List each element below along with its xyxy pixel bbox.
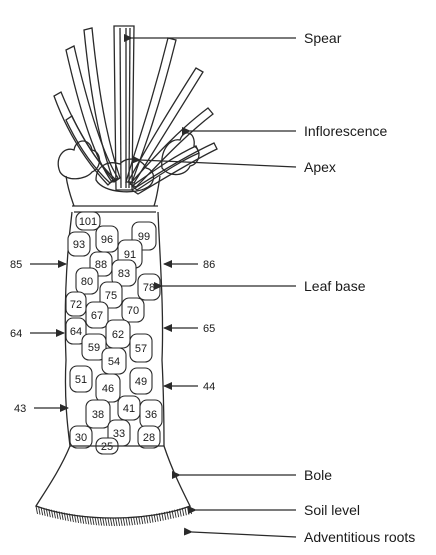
root-hatch (110, 518, 112, 526)
label-adventitious-roots: Adventitious roots (304, 529, 415, 545)
leaf-base-scale: 72 (66, 292, 86, 316)
leaf-base-scale: 36 (140, 400, 162, 428)
label-apex: Apex (304, 159, 336, 175)
root-hatch (126, 518, 128, 526)
leaf-base-number: 93 (73, 239, 85, 251)
leaf-base-number: 101 (79, 216, 97, 228)
apex (96, 159, 154, 192)
leaf-base-scale: 38 (86, 400, 110, 428)
leaf-base-number: 33 (113, 428, 125, 440)
root-hatch (113, 518, 115, 526)
leaf-base-number: 28 (143, 432, 155, 444)
root-hatch (185, 507, 187, 515)
leaf-base-number: 75 (105, 290, 117, 302)
leaf-base-number: 67 (91, 310, 103, 322)
leaf-base-scale: 30 (70, 426, 92, 448)
root-hatch (95, 517, 97, 525)
root-hatch (139, 516, 141, 524)
leaf-base-scale: 28 (138, 426, 160, 448)
label-inflorescence: Inflorescence (304, 123, 387, 139)
leaf-base-number: 36 (145, 409, 157, 421)
leaf-base-scale: 67 (86, 302, 108, 328)
side-number-43: 43 (14, 403, 26, 415)
leaf-base-number: 38 (92, 409, 104, 421)
root-hatch (92, 517, 94, 525)
root-hatch (90, 517, 92, 525)
leaf-base-scale: 46 (96, 374, 120, 402)
leaf-base-number: 78 (143, 282, 155, 294)
leaf-base-scale: 80 (76, 268, 98, 294)
leaf-base-number: 51 (75, 374, 87, 386)
root-hatch (123, 518, 125, 526)
root-hatch (131, 517, 133, 525)
label-spear: Spear (304, 30, 342, 46)
leaf-base-number: 59 (88, 342, 100, 354)
leaf-base-scale: 49 (130, 368, 152, 394)
leaf-base-scale: 96 (96, 226, 118, 252)
label-soil-level: Soil level (304, 502, 360, 518)
root-hatch (136, 517, 138, 525)
bole (36, 446, 190, 518)
side-number-64: 64 (10, 328, 22, 340)
root-hatch (105, 518, 107, 526)
leaf-base-number: 72 (70, 299, 82, 311)
leaf-base-scale: 62 (106, 320, 130, 348)
root-hatch (141, 516, 143, 524)
leaf-base-number: 41 (123, 403, 135, 415)
leaf-base-number: 57 (135, 343, 147, 355)
fronds (54, 28, 217, 194)
leaf-base-number: 46 (102, 383, 114, 395)
leaf-base-scale: 54 (102, 348, 126, 374)
leaf-base-number: 54 (108, 356, 120, 368)
leaf-base-scale: 41 (118, 396, 140, 420)
root-hatch (108, 518, 110, 526)
leaf-base-number: 49 (135, 376, 147, 388)
root-hatch (118, 518, 120, 526)
leaf-base-scale: 78 (138, 274, 160, 300)
root-hatch (190, 506, 192, 514)
root-hatch (100, 518, 102, 526)
leaf-base-number: 83 (118, 268, 130, 280)
root-hatch (36, 506, 38, 514)
leaf-base-scale: 57 (130, 334, 152, 362)
leaf-base-number: 25 (101, 441, 113, 453)
leaf-base-number: 91 (124, 249, 136, 261)
side-number-65: 65 (203, 323, 215, 335)
side-number-85: 85 (10, 259, 22, 271)
leaf-base-number: 70 (127, 305, 139, 317)
root-hatch (187, 507, 189, 515)
leaf-base-scale: 101 (76, 212, 100, 230)
leaf-base-number: 88 (95, 259, 107, 271)
leaf-base-scale: 70 (122, 298, 144, 322)
leaf-base-scale: 51 (70, 366, 92, 392)
leaf-base-number: 96 (101, 234, 113, 246)
root-hatch (134, 517, 136, 525)
root-hatch (116, 518, 118, 526)
root-hatch (103, 518, 105, 526)
root-hatch (128, 517, 130, 525)
label-leaf-base: Leaf base (304, 278, 366, 294)
side-number-86: 86 (203, 259, 215, 271)
leaf-base-number: 30 (75, 432, 87, 444)
leaf-base-scale: 93 (68, 232, 90, 256)
label-bole: Bole (304, 467, 332, 483)
leaf-base-number: 80 (81, 276, 93, 288)
leaf-base-number: 62 (112, 329, 124, 341)
adventitious-roots (36, 506, 192, 526)
leaf-base-number: 64 (70, 326, 82, 338)
side-number-44: 44 (203, 381, 215, 393)
root-hatch (98, 517, 100, 525)
root-hatch (121, 518, 123, 526)
